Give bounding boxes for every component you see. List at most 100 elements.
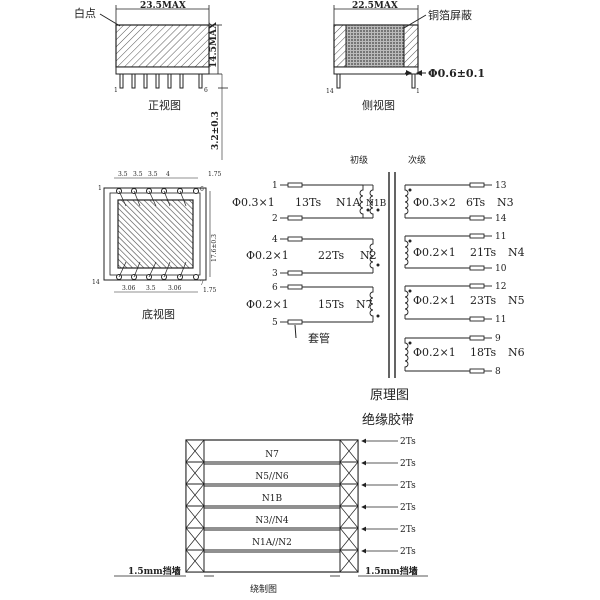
bv-pin-tl: 1 (98, 185, 102, 192)
primary-coils (359, 184, 374, 322)
tape-label: 绝缘胶带 (362, 412, 414, 428)
layer-4: N3//N4 (255, 516, 289, 526)
pin-diameter-dim: Φ0.6±0.1 (428, 67, 485, 80)
shield-label: 铜箔屏蔽 (428, 8, 472, 22)
bv-core (117, 199, 194, 269)
primary-leads (280, 182, 373, 325)
tape-arrows (361, 438, 398, 554)
bv-bottom-dim-3: 3.06 (168, 285, 182, 292)
pw1-wire: Φ0.3×1 (232, 196, 275, 209)
winding-caption: 绕制图 (250, 583, 277, 595)
p-pin-5: 5 (272, 318, 278, 328)
front-view: 白点 23.5MAX 1 6 14.5MAX 3.2±0.3 正视图 (74, 1, 228, 160)
side-pin-left-label: 14 (326, 88, 334, 95)
front-pin-left: 1 (114, 87, 118, 94)
side-view-caption: 侧视图 (362, 98, 395, 112)
pw3-name: N7 (356, 298, 373, 311)
margin-right-dim: 1.5mm挡墙 (365, 565, 418, 577)
layer-3: N1B (262, 494, 283, 504)
pw1-name2: N1B (366, 199, 387, 209)
copper-shield (345, 24, 405, 68)
s-pin-10: 10 (495, 264, 507, 274)
margin-left-dim: 1.5mm挡墙 (128, 565, 181, 577)
tape-turns-6: 2Ts (400, 547, 416, 557)
sw4-name: N6 (508, 346, 525, 359)
front-width-dim: 23.5MAX (140, 1, 186, 11)
bv-pin-tr: 6 (200, 186, 204, 193)
side-width-dim: 22.5MAX (352, 1, 398, 11)
front-pin-length-dim: 3.2±0.3 (211, 111, 221, 150)
primary-label: 初级 (350, 154, 368, 166)
winding-diagram: 绝缘胶带 N7 N5//N6 N1B N3//N4 N1A//N2 (114, 412, 428, 595)
sw3-wire: Φ0.2×1 (413, 294, 456, 307)
bv-bottom-dim-2: 3.5 (146, 285, 156, 292)
layer-5: N1A//N2 (252, 538, 292, 548)
bv-side-dim: 17.6±0.3 (211, 234, 218, 262)
secondary-coils (404, 185, 409, 371)
s-pin-14: 14 (495, 214, 507, 224)
front-body (115, 24, 210, 68)
sw1-wire: Φ0.3×2 (413, 196, 456, 209)
front-base (115, 66, 210, 75)
pw1-name: N1A (336, 196, 362, 209)
tape-turns-3: 2Ts (400, 481, 416, 491)
sw1-name: N3 (497, 196, 514, 209)
sw2-name: N4 (508, 246, 525, 259)
bv-top-dim-3: 3.5 (148, 171, 158, 178)
secondary-leads (405, 182, 492, 374)
bottom-view-caption: 底视图 (142, 307, 175, 321)
secondary-label: 次级 (408, 154, 426, 166)
tape-turns-2: 2Ts (400, 459, 416, 469)
layer-1: N7 (265, 450, 279, 460)
tape-turns-5: 2Ts (400, 525, 416, 535)
pw1-turns: 13Ts (295, 196, 322, 209)
pw2-turns: 22Ts (318, 249, 345, 262)
sleeve-label: 套管 (308, 331, 330, 345)
sw1-turns: 6Ts (466, 196, 486, 209)
s-pin-12: 12 (495, 282, 506, 292)
sw2-turns: 21Ts (470, 246, 497, 259)
bv-top-dim-5: 1.75 (208, 171, 222, 178)
side-view: 22.5MAX 铜箔屏蔽 14 1 Φ0.6±0.1 侧视图 (326, 1, 485, 112)
s-pin-13: 13 (495, 181, 507, 191)
s-pin-11b: 11 (495, 315, 506, 325)
sw2-wire: Φ0.2×1 (413, 246, 456, 259)
layer-dividers (186, 461, 358, 553)
sw4-wire: Φ0.2×1 (413, 346, 456, 359)
white-dot-leader (99, 13, 121, 27)
bv-top-dim-4: 4 (166, 171, 170, 178)
side-pin-right (411, 73, 416, 89)
s-pin-9: 9 (495, 334, 501, 344)
margin-crosses (185, 439, 359, 573)
bv-top-dim-2: 3.5 (133, 171, 143, 178)
white-dot-label: 白点 (74, 6, 96, 20)
bv-bottom-dim-4: 1.75 (203, 287, 217, 294)
s-pin-11a: 11 (495, 232, 506, 242)
schematic: 初级 次级 1 2 4 3 6 5 (232, 154, 525, 403)
sw4-turns: 18Ts (470, 346, 497, 359)
front-view-caption: 正视图 (148, 98, 181, 112)
p-pin-1: 1 (272, 181, 278, 191)
bv-pin-br: 7 (200, 280, 204, 287)
sw3-name: N5 (508, 294, 525, 307)
bv-pin-bl: 14 (92, 279, 100, 286)
bv-top-dim-1: 3.5 (118, 171, 128, 178)
pw3-wire: Φ0.2×1 (246, 298, 289, 311)
s-pin-8: 8 (495, 367, 501, 377)
bv-leads (118, 190, 187, 278)
side-pin-right-label: 1 (416, 88, 420, 95)
layer-2: N5//N6 (255, 472, 289, 482)
front-pin-right: 6 (204, 87, 208, 94)
pw2-wire: Φ0.2×1 (246, 249, 289, 262)
tape-turns-1: 2Ts (400, 437, 416, 447)
bv-bottom-dim-1: 3.06 (122, 285, 136, 292)
p-pin-2: 2 (272, 214, 278, 224)
front-height-dim: 14.5MAX (209, 22, 219, 68)
pw2-name: N2 (360, 249, 377, 262)
p-pin-4: 4 (272, 235, 278, 245)
p-pin-3: 3 (272, 269, 278, 279)
p-pin-6: 6 (272, 283, 278, 293)
side-pin-left (336, 73, 341, 89)
front-pins (119, 73, 203, 89)
